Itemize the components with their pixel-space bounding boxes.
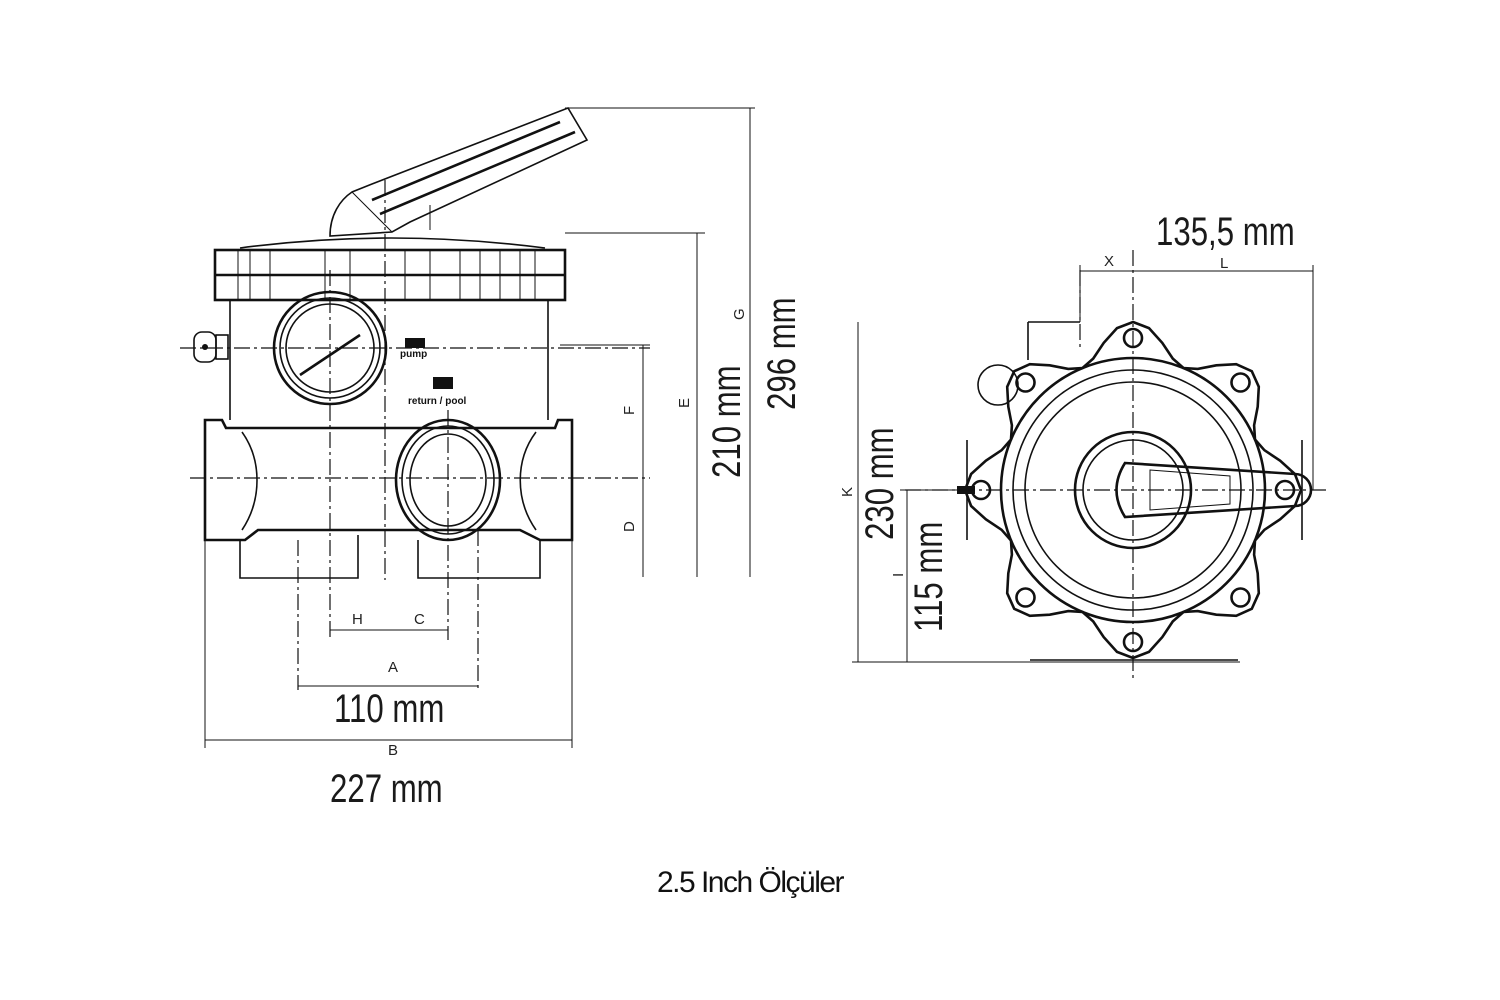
dimension-k-value: 230 mm (857, 427, 902, 540)
top-view: X L K I 135,5 mm 230 mm 115 mm (839, 209, 1330, 680)
valve-body (229, 300, 549, 420)
letter-l: L (1220, 255, 1228, 272)
pump-label: pump (400, 349, 427, 360)
bolt-icon (1230, 587, 1251, 608)
letter-f: F (621, 406, 638, 415)
return-pool-label: return / pool (408, 396, 467, 407)
bolt-icon (1015, 372, 1036, 393)
pipe-body (203, 418, 574, 542)
letter-x: X (1104, 253, 1114, 270)
drain-knob (193, 331, 229, 363)
dimension-g-value: 296 mm (759, 297, 804, 410)
letter-b: B (388, 742, 398, 759)
dimension-b-value: 227 mm (330, 766, 443, 811)
dimension-i-value: 115 mm (906, 522, 951, 632)
letter-e: E (676, 398, 693, 408)
bolt-icon (1015, 587, 1036, 608)
dimension-a-value: 110 mm (334, 686, 444, 731)
letter-d: D (621, 521, 638, 532)
letter-c: C (414, 611, 425, 628)
valve-handle (329, 107, 589, 237)
dimension-e-value: 210 mm (704, 365, 749, 478)
side-view: pump return / pool A B H C F D E G 110 m… (180, 107, 804, 811)
letter-i: I (890, 573, 907, 577)
letter-h: H (352, 611, 363, 628)
lid-dome (239, 237, 546, 249)
letter-g: G (731, 308, 748, 320)
drawing-caption: 2.5 Inch Ölçüler (656, 866, 845, 899)
dimension-l-value: 135,5 mm (1156, 209, 1295, 254)
bolt-icon (1230, 372, 1251, 393)
letter-a: A (388, 659, 398, 676)
letter-k: K (839, 487, 856, 497)
pressure-gauge (977, 364, 1019, 406)
